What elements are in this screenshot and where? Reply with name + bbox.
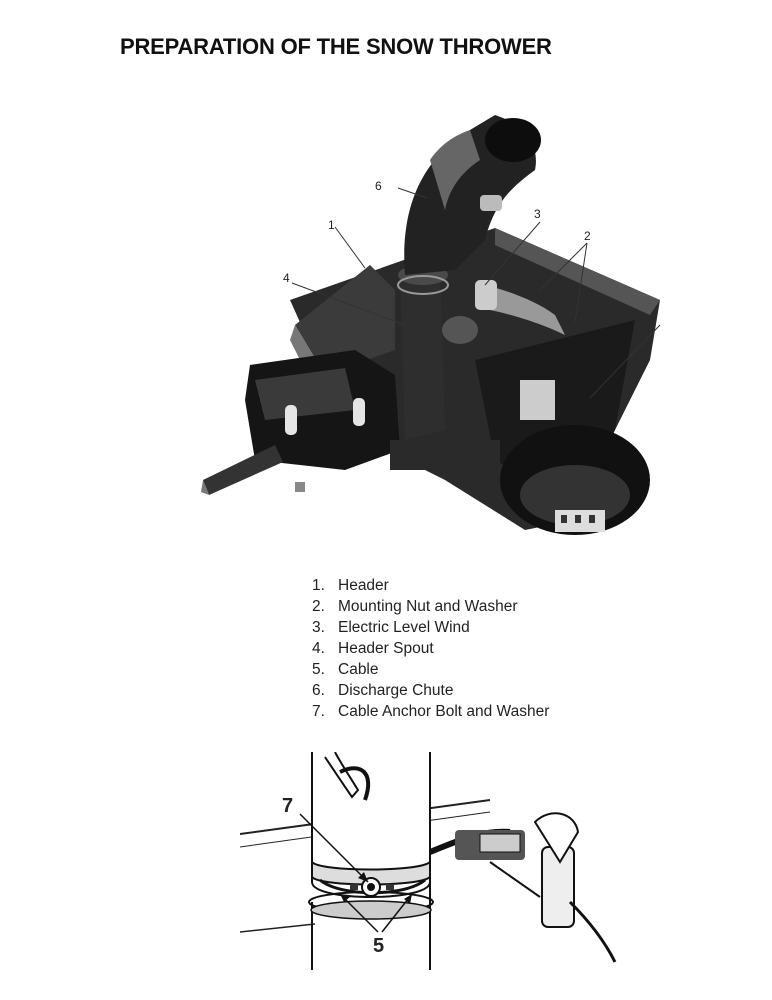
legend-item: 5. Cable <box>312 659 549 680</box>
legend-item: 6. Discharge Chute <box>312 680 549 701</box>
legend-item-label: Cable <box>338 661 379 678</box>
legend-item-number: 4. <box>312 640 325 657</box>
legend-item-label: Cable Anchor Bolt and Washer <box>338 703 550 720</box>
legend-item-label: Discharge Chute <box>338 682 454 699</box>
callout-1: 1 <box>328 218 335 232</box>
legend-item: 2. Mounting Nut and Washer <box>312 596 549 617</box>
cable-anchor-detail-photo: 7 5 <box>240 752 617 970</box>
legend-item: 1. Header <box>312 575 549 596</box>
legend-item-number: 5. <box>312 661 325 678</box>
legend-item-label: Electric Level Wind <box>338 619 470 636</box>
legend-item: 3. Electric Level Wind <box>312 617 549 638</box>
callout-3: 3 <box>534 207 541 221</box>
legend-item-number: 2. <box>312 598 325 615</box>
page-title: PREPARATION OF THE SNOW THROWER <box>120 34 552 59</box>
legend-item-number: 3. <box>312 619 325 636</box>
legend-item-label: Mounting Nut and Washer <box>338 598 518 615</box>
callout-6: 6 <box>375 179 382 193</box>
legend-item-number: 7. <box>312 703 325 720</box>
callout-4: 4 <box>283 271 290 285</box>
legend-item-label: Header Spout <box>338 640 434 657</box>
parts-legend: 1. Header 2. Mounting Nut and Washer 3. Ele… <box>312 575 549 722</box>
legend-item-number: 6. <box>312 682 325 699</box>
legend-item: 7. Cable Anchor Bolt and Washer <box>312 701 549 722</box>
legend-item: 4. Header Spout <box>312 638 549 659</box>
callout-5: 5 <box>373 935 384 957</box>
legend-item-number: 1. <box>312 577 325 594</box>
callout-7: 7 <box>282 795 293 817</box>
legend-item-label: Header <box>338 577 389 594</box>
callout-2: 2 <box>584 229 591 243</box>
snow-thrower-photo: 6 1 4 3 2 <box>201 115 661 535</box>
